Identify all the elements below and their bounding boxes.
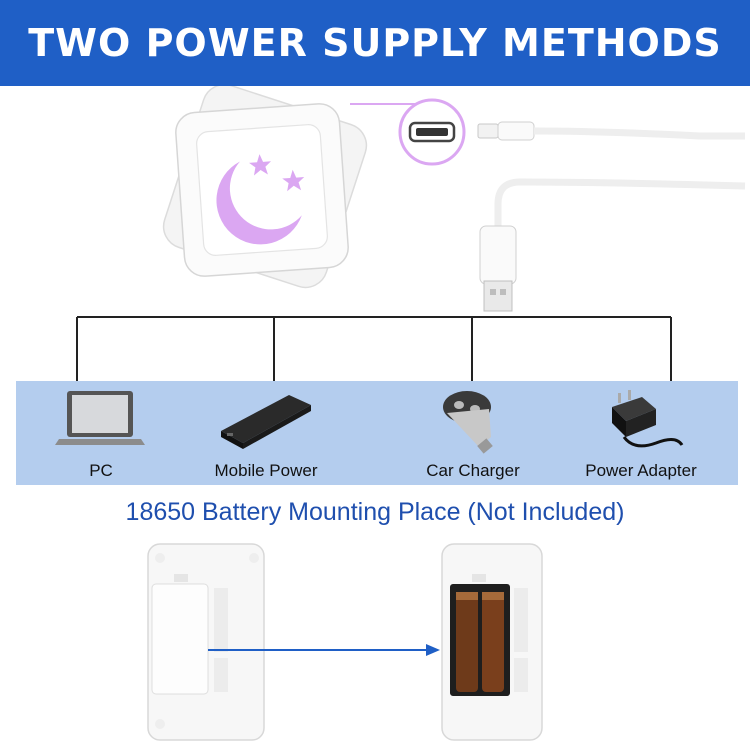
usb-a-plug-icon <box>479 225 517 285</box>
header-banner: TWO POWER SUPPLY METHODS <box>0 0 750 86</box>
moon-and-stars-icon <box>216 161 302 245</box>
source-pc: PC <box>11 381 191 485</box>
source-car-charger: Car Charger <box>383 381 563 485</box>
source-label-mobile-power: Mobile Power <box>214 461 318 480</box>
source-label-pc: PC <box>89 461 113 480</box>
source-label-power-adapter: Power Adapter <box>585 461 697 480</box>
source-power-adapter: Power Adapter <box>551 381 731 485</box>
laptop-icon <box>55 391 145 445</box>
power-adapter-icon <box>612 390 684 448</box>
battery-cover-closed <box>147 543 265 741</box>
source-mobile-power: Mobile Power <box>176 381 356 485</box>
source-label-car-charger: Car Charger <box>426 461 520 480</box>
arrow-right-icon <box>426 644 440 656</box>
battery-compartment-illustration <box>0 540 750 750</box>
car-charger-icon <box>443 391 493 454</box>
battery-cover-open <box>441 543 543 741</box>
battery-section-title: 18650 Battery Mounting Place (Not Includ… <box>125 498 625 526</box>
power-sources-band: PC Mobile Power Car Charger Powe <box>16 381 738 485</box>
banner-title: TWO POWER SUPPLY METHODS <box>28 21 722 65</box>
power-bank-icon <box>221 395 311 449</box>
device-illustration <box>0 83 750 316</box>
night-light-device <box>162 83 746 312</box>
